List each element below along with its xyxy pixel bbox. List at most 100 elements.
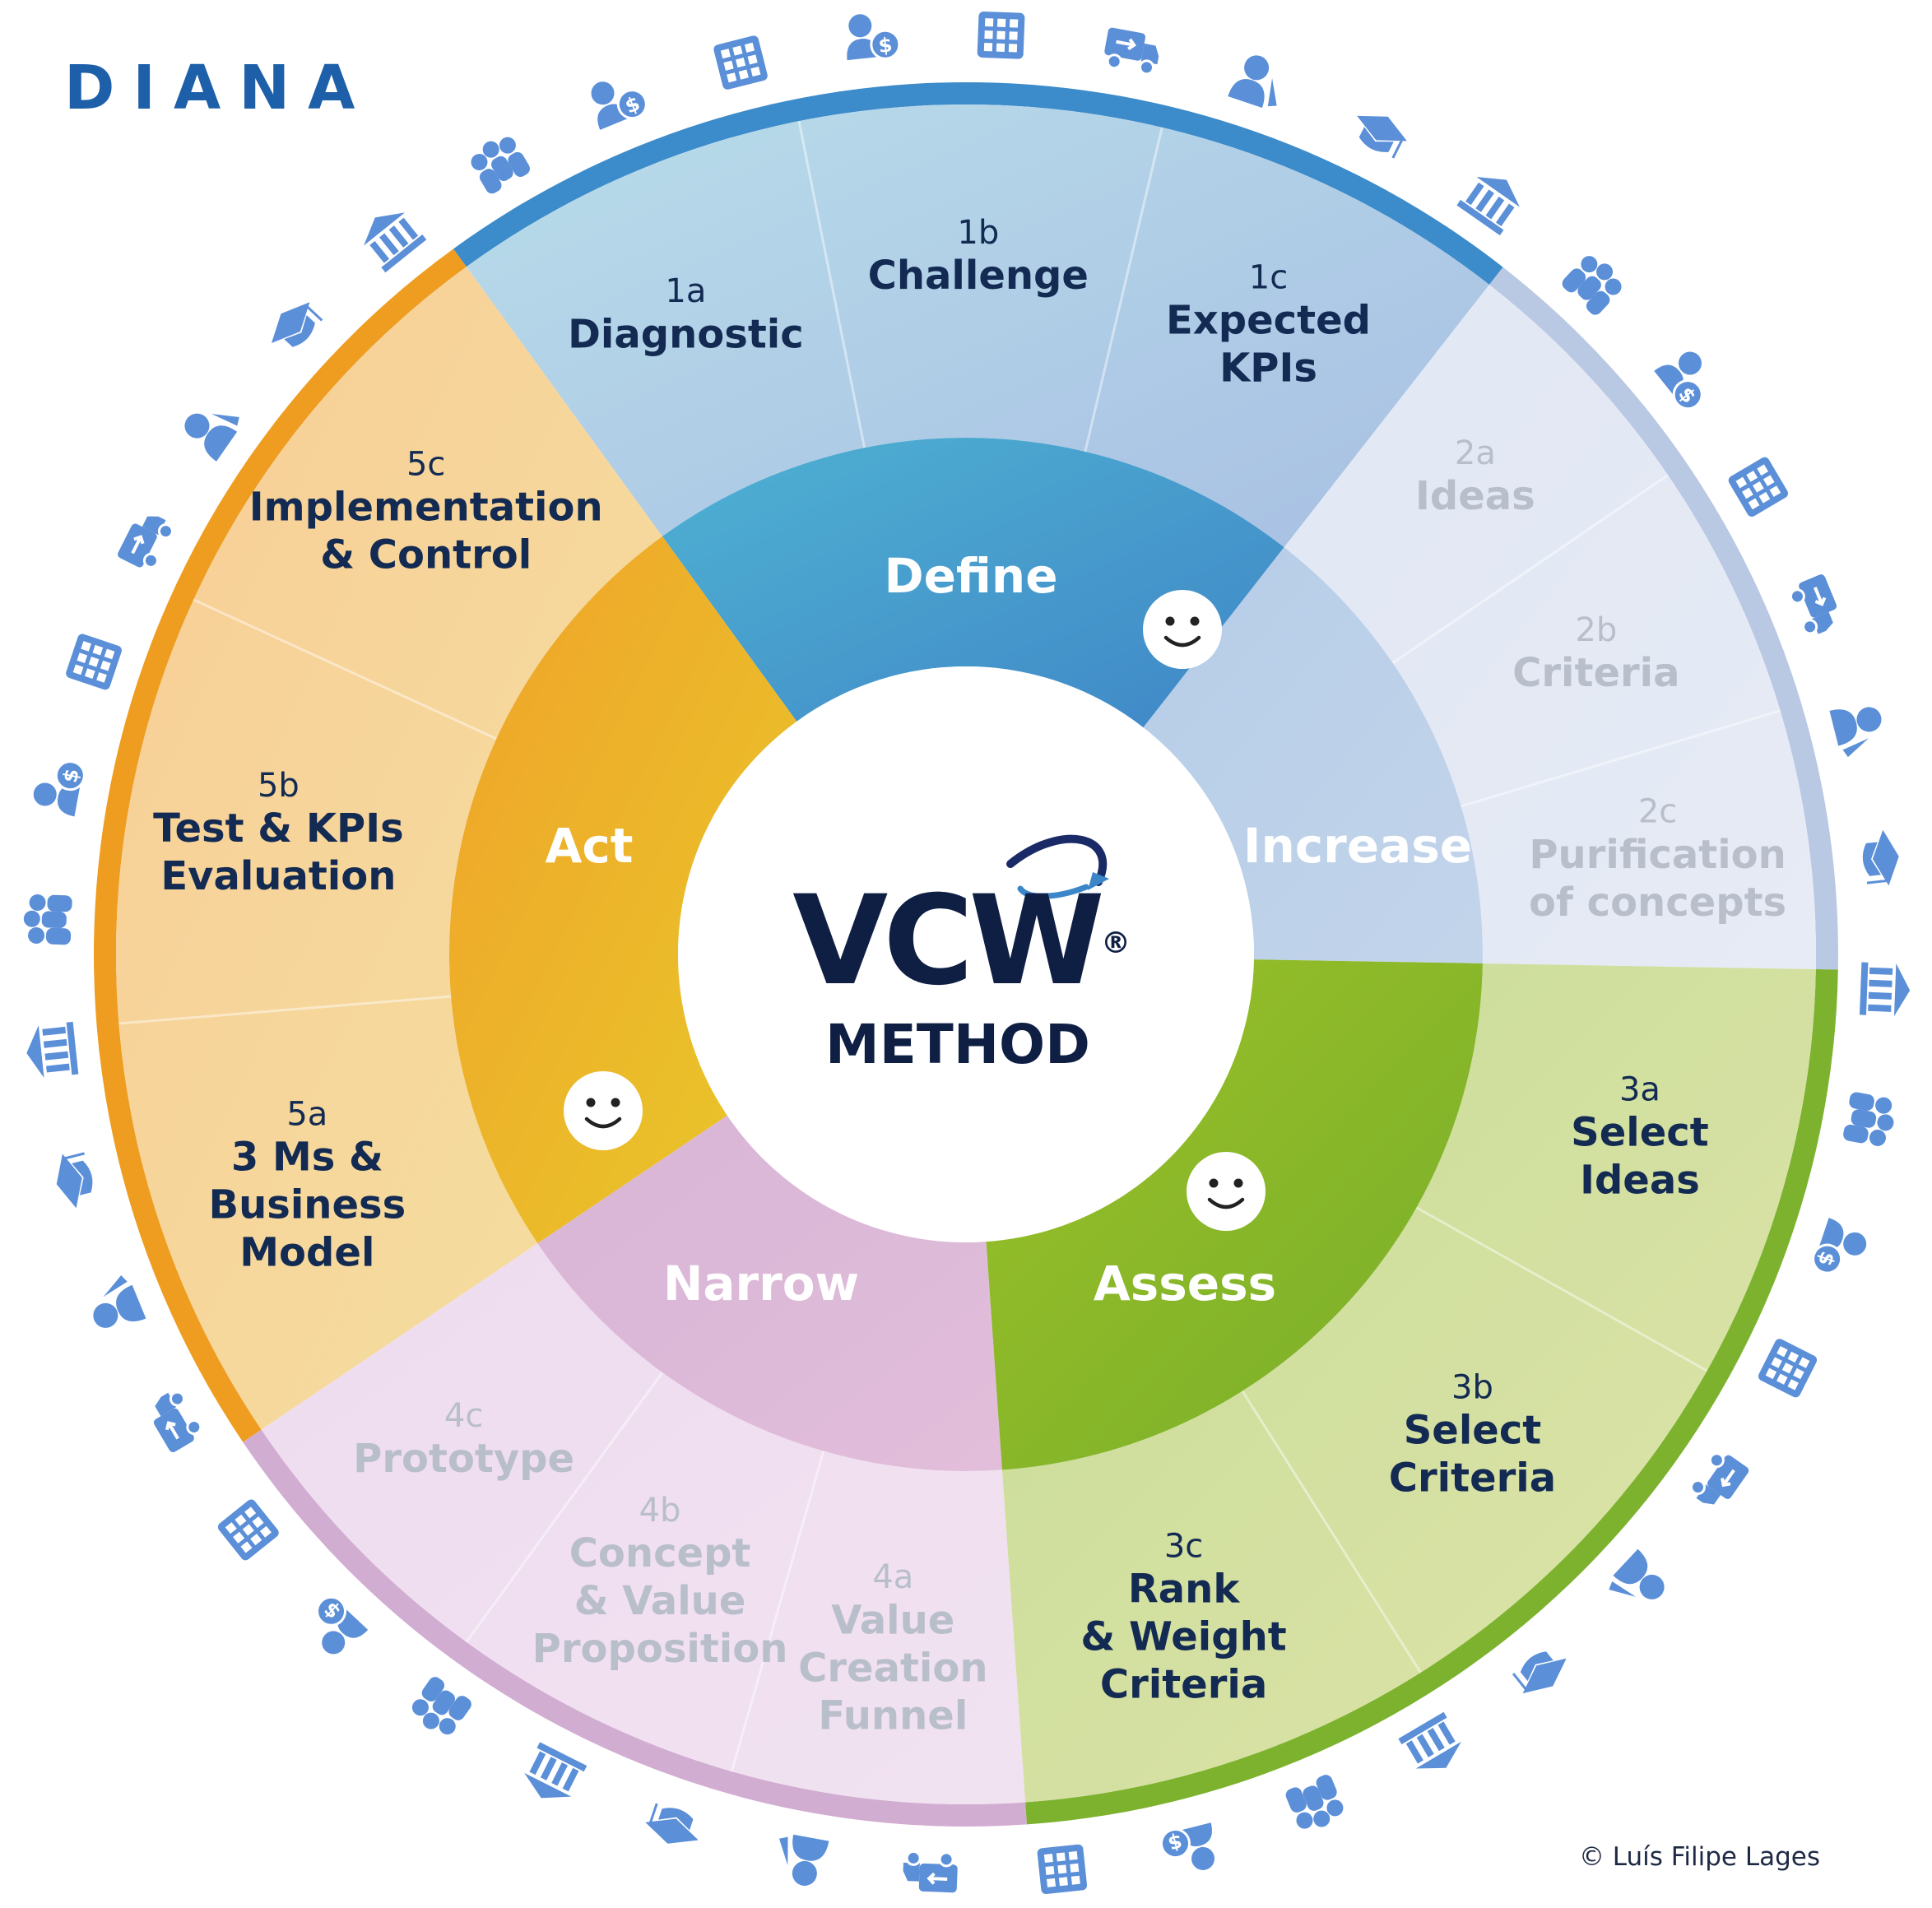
smiley-icon bbox=[1143, 590, 1222, 669]
graduation-cap-icon bbox=[56, 1152, 93, 1209]
step-label: Expected bbox=[1166, 298, 1371, 344]
graduation-cap-icon bbox=[1357, 115, 1407, 159]
phase-label-define: Define bbox=[884, 548, 1057, 604]
people-group-icon bbox=[1843, 1092, 1894, 1146]
people-group-icon bbox=[411, 1677, 471, 1735]
step-divider bbox=[1461, 709, 1781, 808]
step-number: 3b bbox=[1451, 1368, 1493, 1406]
phase-sector-define[interactable] bbox=[662, 438, 1284, 728]
people-group-icon bbox=[1562, 256, 1622, 315]
step-label: of concepts bbox=[1529, 880, 1786, 926]
center-disc bbox=[678, 666, 1254, 1242]
step-label: Diagnostic bbox=[568, 311, 804, 357]
scientist-icon bbox=[1228, 55, 1277, 109]
building-icon bbox=[1037, 1844, 1088, 1895]
phase-label-increase: Increase bbox=[1243, 818, 1472, 874]
truck-icon bbox=[153, 1390, 202, 1453]
step-divider bbox=[465, 1372, 664, 1643]
money-person-icon: $ bbox=[1159, 1822, 1215, 1870]
truck-icon bbox=[1104, 27, 1159, 76]
phase-sector-narrow[interactable] bbox=[537, 1115, 1002, 1471]
people-group-icon bbox=[1285, 1775, 1344, 1829]
step-number: 5a bbox=[286, 1095, 327, 1133]
copyright-notice: © Luís Filipe Lages bbox=[1578, 1842, 1820, 1872]
step-label: Prototype bbox=[353, 1436, 574, 1482]
step-number: 4a bbox=[872, 1558, 913, 1596]
cycle-arrow-icon bbox=[1006, 834, 1108, 886]
money-person-icon: $ bbox=[1654, 351, 1703, 411]
truck-icon bbox=[118, 516, 174, 569]
step-divider bbox=[1084, 127, 1163, 453]
step-divider bbox=[1391, 474, 1669, 665]
phase-sector-act[interactable] bbox=[449, 536, 797, 1244]
money-person-icon: $ bbox=[316, 1595, 369, 1655]
logo-subtitle: METHOD bbox=[825, 1013, 1090, 1076]
step-label: Select bbox=[1404, 1408, 1542, 1454]
step-number: 1c bbox=[1249, 259, 1288, 297]
building-icon bbox=[1758, 1339, 1818, 1398]
step-divider bbox=[1241, 1390, 1422, 1674]
graduation-cap-icon bbox=[1862, 829, 1899, 886]
step-divider bbox=[797, 120, 866, 448]
phase-label-act: Act bbox=[546, 818, 634, 874]
step-label: & Value bbox=[574, 1578, 746, 1624]
step-label: Rank bbox=[1128, 1567, 1241, 1613]
svg-text:$: $ bbox=[1166, 1830, 1185, 1855]
money-person-icon: $ bbox=[847, 14, 901, 61]
step-label: Criteria bbox=[1389, 1455, 1556, 1502]
rim-define bbox=[453, 82, 1503, 285]
step-label: Ideas bbox=[1415, 473, 1535, 519]
scientist-icon bbox=[1829, 707, 1882, 758]
steps-band-narrow bbox=[261, 1243, 1026, 1804]
step-number: 1a bbox=[665, 272, 706, 310]
step-number: 1b bbox=[957, 214, 999, 252]
step-number: 5c bbox=[406, 446, 445, 484]
bank-icon bbox=[364, 212, 427, 273]
vcw-logo: VCW®METHOD bbox=[792, 834, 1131, 1076]
steps-band-assess bbox=[1001, 963, 1816, 1803]
step-label: Purification bbox=[1529, 832, 1786, 878]
step-label: Ideas bbox=[1580, 1157, 1700, 1203]
people-group-icon bbox=[23, 894, 72, 945]
step-number: 2a bbox=[1455, 434, 1496, 472]
step-label: Proposition bbox=[532, 1626, 788, 1672]
svg-text:$: $ bbox=[58, 767, 84, 784]
scientist-icon bbox=[93, 1275, 146, 1328]
step-label: Select bbox=[1571, 1109, 1709, 1155]
step-label: Creation bbox=[798, 1645, 987, 1691]
step-number: 5b bbox=[258, 767, 300, 805]
building-icon bbox=[1728, 457, 1788, 517]
smiley-icon bbox=[564, 1071, 643, 1150]
step-label: Value bbox=[831, 1597, 954, 1643]
phase-sector-increase[interactable] bbox=[1143, 547, 1483, 963]
money-person-icon: $ bbox=[1812, 1218, 1867, 1274]
step-label: Model bbox=[239, 1229, 374, 1275]
building-icon bbox=[977, 11, 1025, 59]
svg-text:$: $ bbox=[877, 33, 894, 58]
money-person-icon: $ bbox=[33, 760, 86, 817]
step-number: 3a bbox=[1619, 1070, 1660, 1108]
people-group-icon bbox=[471, 137, 530, 194]
building-icon bbox=[713, 35, 768, 90]
step-label: & Weight bbox=[1080, 1614, 1286, 1660]
step-label: Criteria bbox=[1100, 1662, 1267, 1708]
step-number: 2c bbox=[1638, 793, 1677, 831]
step-divider bbox=[730, 1451, 825, 1772]
